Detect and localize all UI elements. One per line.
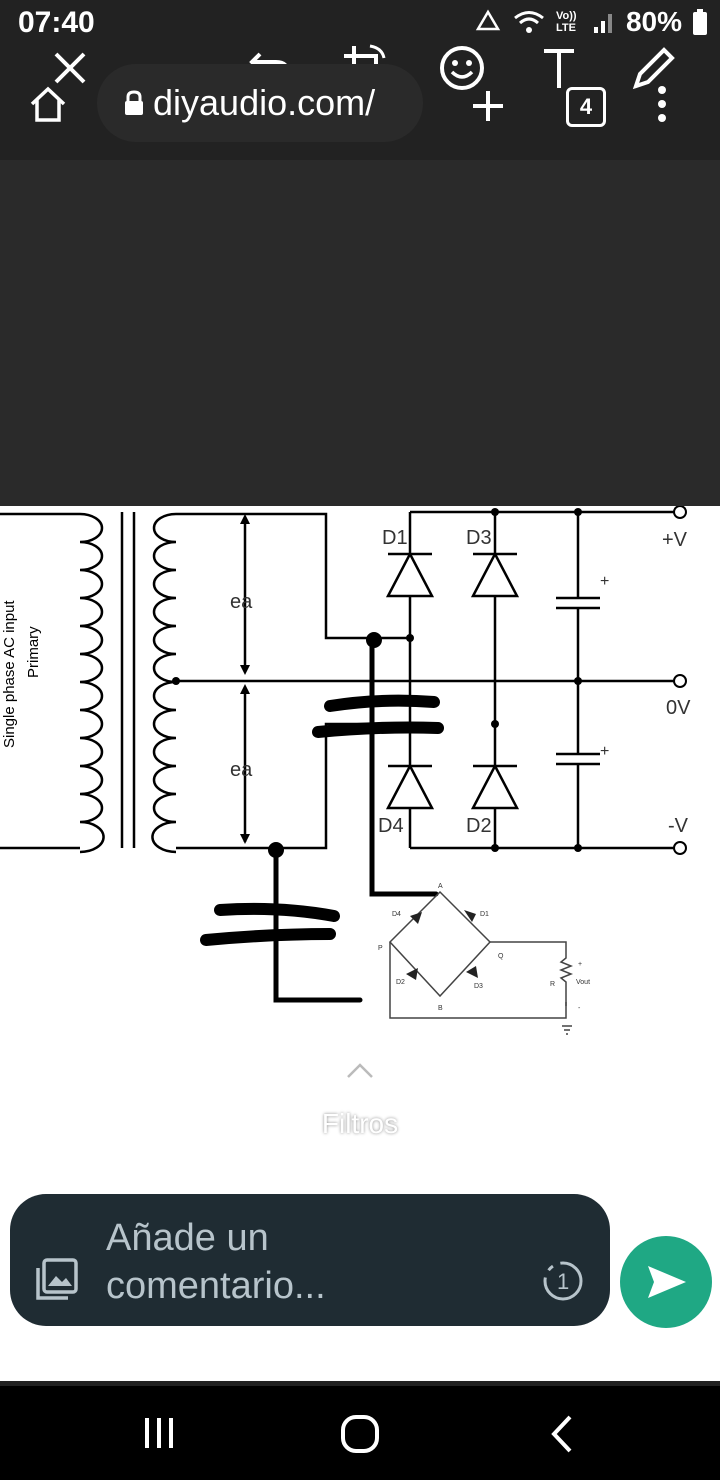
label-ea-bottom: ea: [230, 759, 253, 781]
chevron-up-icon: [347, 1063, 373, 1078]
send-button[interactable]: [620, 1236, 712, 1328]
emoji-icon[interactable]: [438, 44, 486, 92]
signal-icon: [593, 14, 612, 33]
url-text: diyaudio.com/: [153, 82, 376, 123]
label-primary: Primary: [25, 626, 42, 678]
recipient-name: Nico: [627, 1340, 688, 1371]
recent-apps-icon[interactable]: [142, 1416, 176, 1450]
home-icon[interactable]: [28, 84, 68, 124]
bridge-label-q: Q: [498, 953, 504, 960]
send-icon: [648, 1266, 686, 1298]
close-icon[interactable]: [52, 50, 88, 86]
label-d4: D4: [378, 815, 404, 837]
bridge-label-d1: D1: [480, 911, 489, 918]
view-once-icon[interactable]: 1: [542, 1260, 584, 1302]
bridge-label-d3: D3: [474, 983, 483, 990]
gallery-icon[interactable]: [36, 1258, 78, 1300]
filters-label: Filtros: [321, 1108, 399, 1139]
comment-box[interactable]: Añade un comentario... 1: [10, 1194, 610, 1326]
bridge-label-r: R: [550, 981, 555, 988]
label-d1: D1: [382, 527, 408, 549]
circuit-diagram: Single phase AC input Primary: [0, 506, 691, 1035]
label-cap-plus-top: +: [600, 573, 609, 590]
bridge-label-d4: D4: [392, 911, 401, 918]
bridge-label-b: B: [438, 1005, 443, 1012]
image-backdrop: [0, 160, 720, 506]
label-zero-v: 0V: [666, 697, 691, 719]
bridge-label-a: A: [438, 883, 443, 890]
recipient-row[interactable]: Nico: [601, 1340, 688, 1372]
status-icons: Vo)) LTE 80%: [474, 6, 708, 38]
bridge-label-vout: Vout: [576, 979, 590, 986]
battery-level: 80%: [625, 6, 682, 37]
home-button-icon[interactable]: [340, 1414, 380, 1454]
system-nav-bar: [0, 1386, 720, 1480]
status-time: 07:40: [18, 6, 95, 39]
comment-input[interactable]: Añade un comentario...: [106, 1214, 546, 1310]
pencil-icon[interactable]: [630, 44, 678, 92]
bridge-label-plus: +: [578, 961, 582, 968]
lock-icon: [125, 90, 143, 115]
tab-count-button[interactable]: 4: [566, 87, 606, 127]
lte-label: Vo)) LTE: [555, 10, 577, 34]
text-tool-icon[interactable]: [540, 46, 578, 90]
comment-placeholder-line1: Añade un: [106, 1217, 269, 1259]
label-minus-v: -V: [668, 815, 689, 837]
label-input: Single phase AC input: [1, 600, 18, 748]
status-bar: 07:40 Vo)) LTE 80%: [0, 0, 720, 48]
label-cap-plus-bottom: +: [600, 743, 609, 760]
url-bar[interactable]: diyaudio.com/: [97, 64, 423, 142]
svg-text:1: 1: [557, 1269, 569, 1294]
wifi-icon: [514, 11, 544, 33]
bridge-label-minus: -: [578, 1005, 581, 1012]
label-d3: D3: [466, 527, 492, 549]
back-icon[interactable]: [548, 1414, 576, 1454]
comment-placeholder-line2: comentario...: [106, 1265, 326, 1307]
label-ea-top: ea: [230, 591, 253, 613]
chevron-right-icon: [603, 1344, 616, 1364]
more-menu-icon[interactable]: [654, 84, 670, 124]
bridge-label-d2: D2: [396, 979, 405, 986]
label-plus-v: +V: [662, 529, 688, 551]
bridge-label-p: P: [378, 945, 383, 952]
recycle-icon: [475, 9, 501, 31]
new-tab-icon[interactable]: [470, 88, 506, 124]
battery-icon: [693, 9, 707, 35]
label-d2: D2: [466, 815, 492, 837]
